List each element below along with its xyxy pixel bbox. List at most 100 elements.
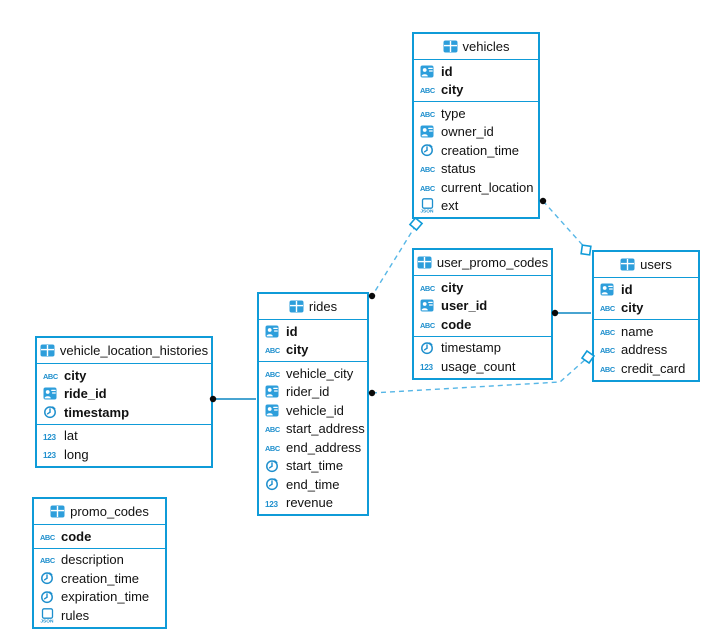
clock-timestamp-icon (41, 591, 53, 603)
field-label: expiration_time (61, 589, 150, 605)
svg-text:ABC: ABC (420, 110, 436, 119)
number-123-type-icon: 123 (420, 363, 434, 372)
cardinality-square (580, 244, 592, 256)
field-row: ABC name (594, 322, 698, 341)
text-type-icon: ABC (265, 442, 282, 453)
field-row: ABC address (594, 341, 698, 360)
id-type-icon (265, 325, 282, 338)
svg-text:JSON: JSON (40, 618, 54, 623)
field-label: end_address (286, 439, 362, 455)
clock-timestamp-icon (41, 572, 53, 585)
svg-text:ABC: ABC (265, 425, 281, 434)
field-row: ABC credit_card (594, 359, 698, 378)
field-label: ext (441, 198, 459, 214)
json-type-icon: JSON (40, 607, 54, 623)
primary-key-field-label: city (441, 82, 464, 98)
id-badge-icon (43, 387, 57, 400)
field-label: rider_id (286, 384, 330, 400)
primary-key-field-label: code (441, 316, 472, 332)
relationship-line-vehicles-users (542, 200, 588, 251)
svg-text:ABC: ABC (265, 444, 281, 453)
table-icon (289, 300, 304, 313)
svg-text:ABC: ABC (420, 321, 436, 330)
clock-timestamp-icon (266, 478, 278, 491)
cardinality-dot (539, 197, 547, 205)
primary-key-field-label: id (441, 63, 453, 79)
field-row: id (414, 62, 538, 81)
table-title: promo_codes (70, 504, 149, 519)
table-header[interactable]: user_promo_codes (414, 250, 551, 276)
json-type-icon: JSON (420, 198, 434, 213)
number-123-type-icon: 123 (43, 433, 57, 442)
id-type-icon (265, 404, 282, 417)
table-header[interactable]: promo_codes (34, 499, 165, 525)
primary-key-section: ABC city ride_id timestamp (37, 364, 211, 425)
abc-text-type-icon: ABC (420, 86, 436, 95)
field-label: lat (64, 428, 78, 444)
svg-text:ABC: ABC (265, 370, 281, 379)
table-icon (417, 256, 432, 269)
table-header[interactable]: users (594, 252, 698, 278)
field-row: timestamp (37, 403, 211, 422)
primary-key-section: id ABC city (259, 320, 367, 362)
svg-text:ABC: ABC (43, 372, 59, 381)
field-label: start_address (286, 421, 365, 437)
table-header[interactable]: vehicle_location_histories (37, 338, 211, 364)
primary-key-field-label: ride_id (64, 386, 107, 402)
id-badge-icon (420, 125, 434, 138)
text-type-icon: ABC (265, 344, 282, 355)
entity-table-promo_codes[interactable]: promo_codes ABC code ABC description cre… (32, 497, 167, 629)
id-badge-icon (265, 325, 279, 338)
id-type-icon (420, 65, 437, 78)
field-label: long (64, 446, 89, 462)
field-row: ABC city (259, 341, 367, 360)
field-row: timestamp (414, 339, 551, 358)
entity-table-users[interactable]: users id ABC city ABC name ABC address A… (592, 250, 700, 382)
number-type-icon: 123 (265, 497, 282, 509)
field-row: 123 long (37, 445, 211, 464)
table-icon (50, 505, 65, 518)
fields-section: ABC vehicle_city rider_id vehicle_id ABC… (259, 362, 367, 514)
cardinality-diamond (408, 216, 424, 232)
abc-text-type-icon: ABC (420, 184, 436, 193)
primary-key-field-label: city (621, 300, 644, 316)
field-row: vehicle_id (259, 401, 367, 420)
fields-section: 123 lat 123 long (37, 425, 211, 466)
field-label: owner_id (441, 124, 494, 140)
text-type-icon: ABC (420, 319, 437, 330)
abc-text-type-icon: ABC (600, 346, 616, 355)
field-label: type (441, 105, 466, 121)
field-row: rider_id (259, 383, 367, 402)
number-type-icon: 123 (43, 448, 60, 460)
entity-table-user_promo_codes[interactable]: user_promo_codes ABC city user_id ABC co… (412, 248, 553, 380)
entity-table-vehicles[interactable]: vehicles id ABC city ABC type owner_id c… (412, 32, 540, 219)
entity-table-vehicle_location_histories[interactable]: vehicle_location_histories ABC city ride… (35, 336, 213, 468)
svg-text:123: 123 (43, 451, 57, 460)
id-badge-icon (265, 404, 279, 417)
field-label: status (441, 161, 476, 177)
json-type-icon: JSON (40, 607, 57, 623)
svg-text:ABC: ABC (40, 533, 56, 542)
table-header[interactable]: rides (259, 294, 367, 320)
time-type-icon (40, 571, 57, 585)
entity-table-rides[interactable]: rides id ABC city ABC vehicle_city rider… (257, 292, 369, 516)
table-header[interactable]: vehicles (414, 34, 538, 60)
primary-key-field-label: timestamp (64, 404, 130, 420)
json-type-icon: JSON (420, 198, 437, 213)
number-123-type-icon: 123 (265, 500, 279, 509)
field-label: timestamp (441, 340, 501, 356)
number-type-icon: 123 (420, 360, 437, 372)
clock-timestamp-icon (421, 144, 433, 157)
field-row: 123 usage_count (414, 357, 551, 376)
abc-text-type-icon: ABC (40, 556, 56, 565)
field-label: start_time (286, 458, 344, 474)
table-icon (289, 300, 304, 313)
table-title: rides (308, 299, 338, 314)
field-label: revenue (286, 495, 333, 511)
abc-text-type-icon: ABC (43, 372, 59, 381)
relationship-line-vehicles-rides (371, 224, 417, 297)
field-label: credit_card (621, 360, 686, 376)
primary-key-section: ABC code (34, 525, 165, 549)
abc-text-type-icon: ABC (420, 165, 436, 174)
